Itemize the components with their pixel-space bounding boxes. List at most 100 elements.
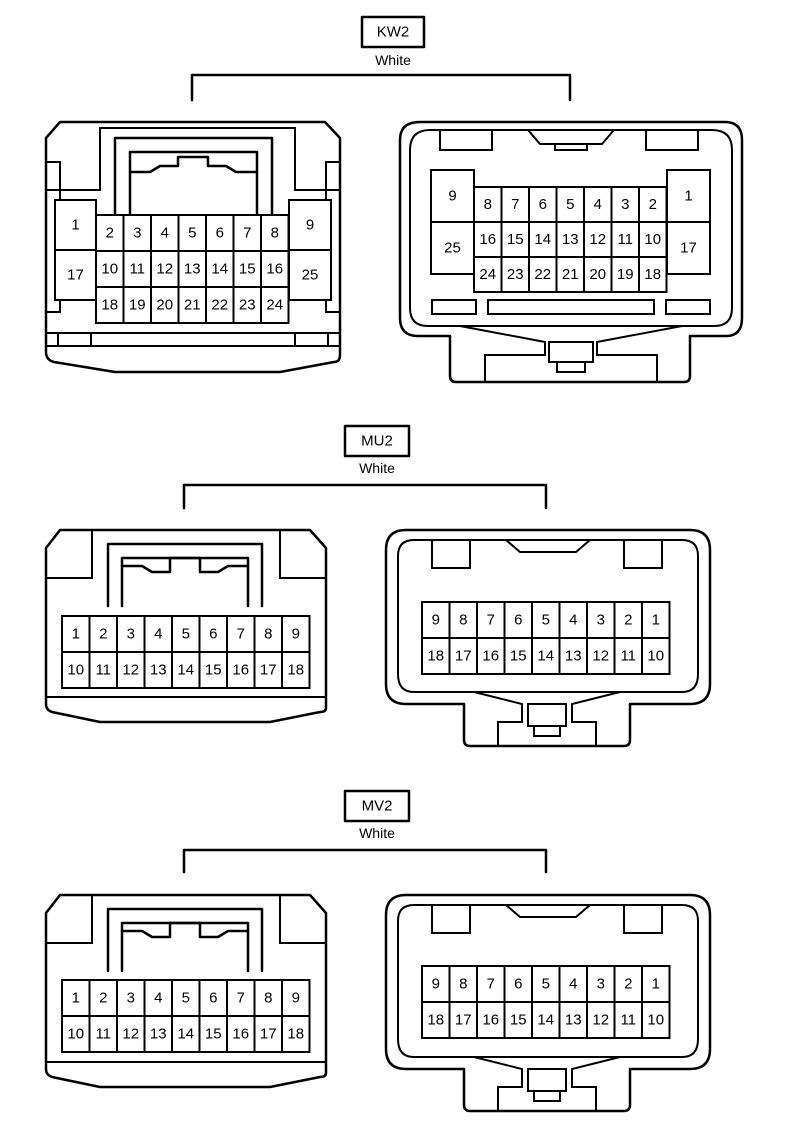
mv2-female-pin-16: 16 (476, 1001, 506, 1039)
kw2-male-pin-4: 4 (150, 214, 180, 252)
mv2-female-pin-3: 3 (586, 965, 616, 1003)
svg-text:9: 9 (432, 612, 440, 629)
kw2-male-pin-1: 1 (54, 199, 97, 251)
mv2-male-pin-11: 11 (88, 1015, 118, 1053)
svg-text:13: 13 (565, 1012, 582, 1029)
mv2-male-pin-6: 6 (198, 979, 228, 1017)
svg-text:6: 6 (514, 976, 522, 993)
svg-text:9: 9 (292, 626, 300, 643)
kw2-male-pin-14: 14 (205, 250, 235, 288)
svg-text:7: 7 (511, 196, 519, 213)
svg-text:3: 3 (127, 990, 135, 1007)
kw2-male-pin-8: 8 (260, 214, 290, 252)
kw2-male-pin-2: 2 (95, 214, 125, 252)
mu2-male-pin-1: 1 (61, 615, 91, 653)
svg-text:15: 15 (507, 231, 524, 248)
kw2-female-pin-22: 22 (528, 256, 558, 293)
mu2-female-pin-17: 17 (448, 637, 478, 675)
svg-text:13: 13 (150, 662, 167, 679)
svg-text:19: 19 (617, 266, 634, 283)
svg-text:5: 5 (566, 196, 574, 213)
svg-text:2: 2 (99, 626, 107, 643)
svg-text:1: 1 (652, 612, 660, 629)
mu2-male-pin-12: 12 (116, 651, 146, 689)
mv2-male-pin-14: 14 (171, 1015, 201, 1053)
mu2-male-pin-2: 2 (88, 615, 118, 653)
mv2-female-pin-6: 6 (503, 965, 533, 1003)
kw2-female-pin-5: 5 (555, 186, 585, 223)
svg-text:7: 7 (243, 225, 251, 242)
svg-text:4: 4 (594, 196, 602, 213)
mu2-male-pin-4: 4 (143, 615, 173, 653)
mv2-female-pin-10: 10 (641, 1001, 671, 1039)
svg-text:1: 1 (72, 990, 80, 1007)
mv2-bracket (182, 848, 548, 874)
svg-text:8: 8 (271, 225, 279, 242)
svg-text:12: 12 (589, 231, 606, 248)
mu2-bracket (182, 483, 548, 510)
svg-text:4: 4 (569, 612, 577, 629)
kw2-female-pin-13: 13 (555, 221, 585, 258)
svg-text:10: 10 (644, 231, 661, 248)
mu2-female-pin-12: 12 (586, 637, 616, 675)
svg-text:17: 17 (67, 267, 84, 284)
svg-text:16: 16 (266, 261, 283, 278)
svg-text:22: 22 (211, 297, 228, 314)
kw2-male-pin-10: 10 (95, 250, 125, 288)
svg-text:9: 9 (448, 188, 456, 205)
kw2-female-pin-8: 8 (473, 186, 503, 223)
mu2-female-pin-10: 10 (641, 637, 671, 675)
mv2-male-pin-15: 15 (198, 1015, 228, 1053)
svg-text:13: 13 (150, 1026, 167, 1043)
mv2-male-pin-4: 4 (143, 979, 173, 1017)
svg-text:18: 18 (427, 648, 444, 665)
kw2-male-pin-20: 20 (150, 286, 180, 324)
mu2-male-pin-17: 17 (253, 651, 283, 689)
kw2-female-pin-18: 18 (638, 256, 668, 293)
svg-text:1: 1 (684, 188, 692, 205)
svg-text:5: 5 (542, 612, 550, 629)
kw2-female-pin-17: 17 (666, 221, 711, 275)
svg-text:5: 5 (182, 990, 190, 1007)
svg-text:1: 1 (71, 217, 79, 234)
mv2-female-pin-11: 11 (613, 1001, 643, 1039)
svg-text:25: 25 (444, 240, 461, 257)
svg-text:15: 15 (205, 662, 222, 679)
svg-text:2: 2 (106, 225, 114, 242)
mv2-male-pin-10: 10 (61, 1015, 91, 1053)
kw2-male-pin-19: 19 (122, 286, 152, 324)
mu2-female-pin-7: 7 (476, 601, 506, 639)
kw2-female-pin-14: 14 (528, 221, 558, 258)
mv2-female-pin-18: 18 (421, 1001, 451, 1039)
svg-text:10: 10 (67, 662, 84, 679)
svg-text:20: 20 (589, 266, 606, 283)
svg-text:17: 17 (455, 648, 472, 665)
svg-text:7: 7 (487, 612, 495, 629)
svg-text:7: 7 (237, 990, 245, 1007)
svg-text:8: 8 (264, 990, 272, 1007)
kw2-female-pin-11: 11 (610, 221, 640, 258)
mv2-label-box (343, 789, 411, 823)
mu2-male-pin-16: 16 (226, 651, 256, 689)
mu2-male-pin-9: 9 (281, 615, 311, 653)
svg-text:6: 6 (514, 612, 522, 629)
svg-text:15: 15 (510, 1012, 527, 1029)
mu2-male-pin-14: 14 (171, 651, 201, 689)
svg-text:10: 10 (67, 1026, 84, 1043)
mu2-female-pin-1: 1 (641, 601, 671, 639)
kw2-male-pin-18: 18 (95, 286, 125, 324)
svg-text:18: 18 (101, 297, 118, 314)
mv2-label: MV2 (362, 798, 393, 815)
kw2-male-pin-25: 25 (288, 249, 332, 301)
svg-text:18: 18 (644, 266, 661, 283)
svg-text:10: 10 (101, 261, 118, 278)
